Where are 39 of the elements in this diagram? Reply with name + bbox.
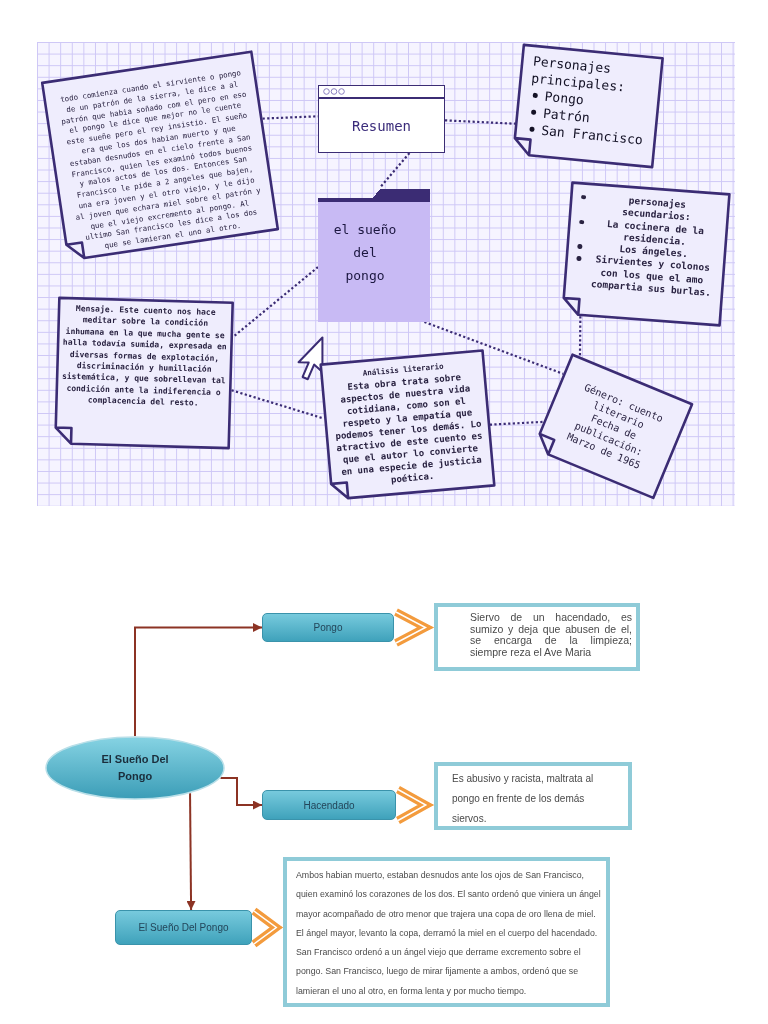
dotted-connector [424,320,564,375]
topic-box [262,613,394,642]
dotted-connector [444,119,516,125]
sticky-note [318,349,496,501]
sticky-note [40,50,280,262]
description-text: Es abusivo y racista, maltrata al pongo en frente de los demás siervos. [452,773,594,824]
dotted-connector [232,266,319,338]
list-item: Pongo [544,88,585,108]
note-text: Mensaje. Este cuento nos hace meditar sobre la condición inhumana en la que mucha gente se halla todavía sumida, expresada en diversas formas de explotación, discriminación y humillación sistemática, y que sobrellevan tal condición ante la indiferencia o complacencia del resto. [61,304,227,408]
list-item: San Francisco [540,122,644,148]
sticky-note [511,43,665,169]
folder-label: el sueño del pongo [333,222,397,283]
sticky-note [53,296,235,450]
description-box [434,603,640,671]
chevron-arrow [250,907,283,948]
topic-box [262,790,396,820]
arrow [134,623,263,737]
folder [318,188,430,322]
arrow [186,792,196,911]
dotted-connector [489,420,544,426]
topic-box [115,910,252,945]
ellipse-node [45,736,225,800]
ellipse-label: El Sueño Del Pongo [100,752,170,784]
dotted-connector [378,152,411,189]
dotted-connector [578,316,582,357]
list-item: personajes secundarios: [621,194,692,223]
description-text: Siervo de un hacendado, es sumizo y deja que abusen de el, se encarga de la limpieza; siempre reza el Ave Maria [470,611,632,658]
topic-label: Hacendado [303,799,355,811]
topic-label: El Sueño Del Pongo [138,922,229,933]
chevron-arrow [392,608,434,647]
description-box [283,857,610,1007]
dotted-connector [231,389,324,420]
window-box [318,85,445,153]
topic-label: Pongo [313,622,343,633]
description-box [434,762,632,830]
chevron-arrow [394,786,434,825]
window-title: Resumen [352,117,411,134]
description-text: Ambos habian muerto, estaban desnudos ante los ojos de San Francisco, quien examinó los corazones de los dos. El santo ordenó que viniera un ángel mayor acompañado de otro menor que trajera una copa de oro llena de miel. El ángel mayor, levanto la copa, derramó la miel en el cuerpo del hacendado. San Francisco ordenó a un ángel viejo que derrame excremento sobre el pongo. San Francisco, luego de mirar fijamente a ambos, ordenó que se lamieran el uno al otro, en forma lenta y por mucho tiempo. [296,870,601,996]
arrow [219,777,263,810]
